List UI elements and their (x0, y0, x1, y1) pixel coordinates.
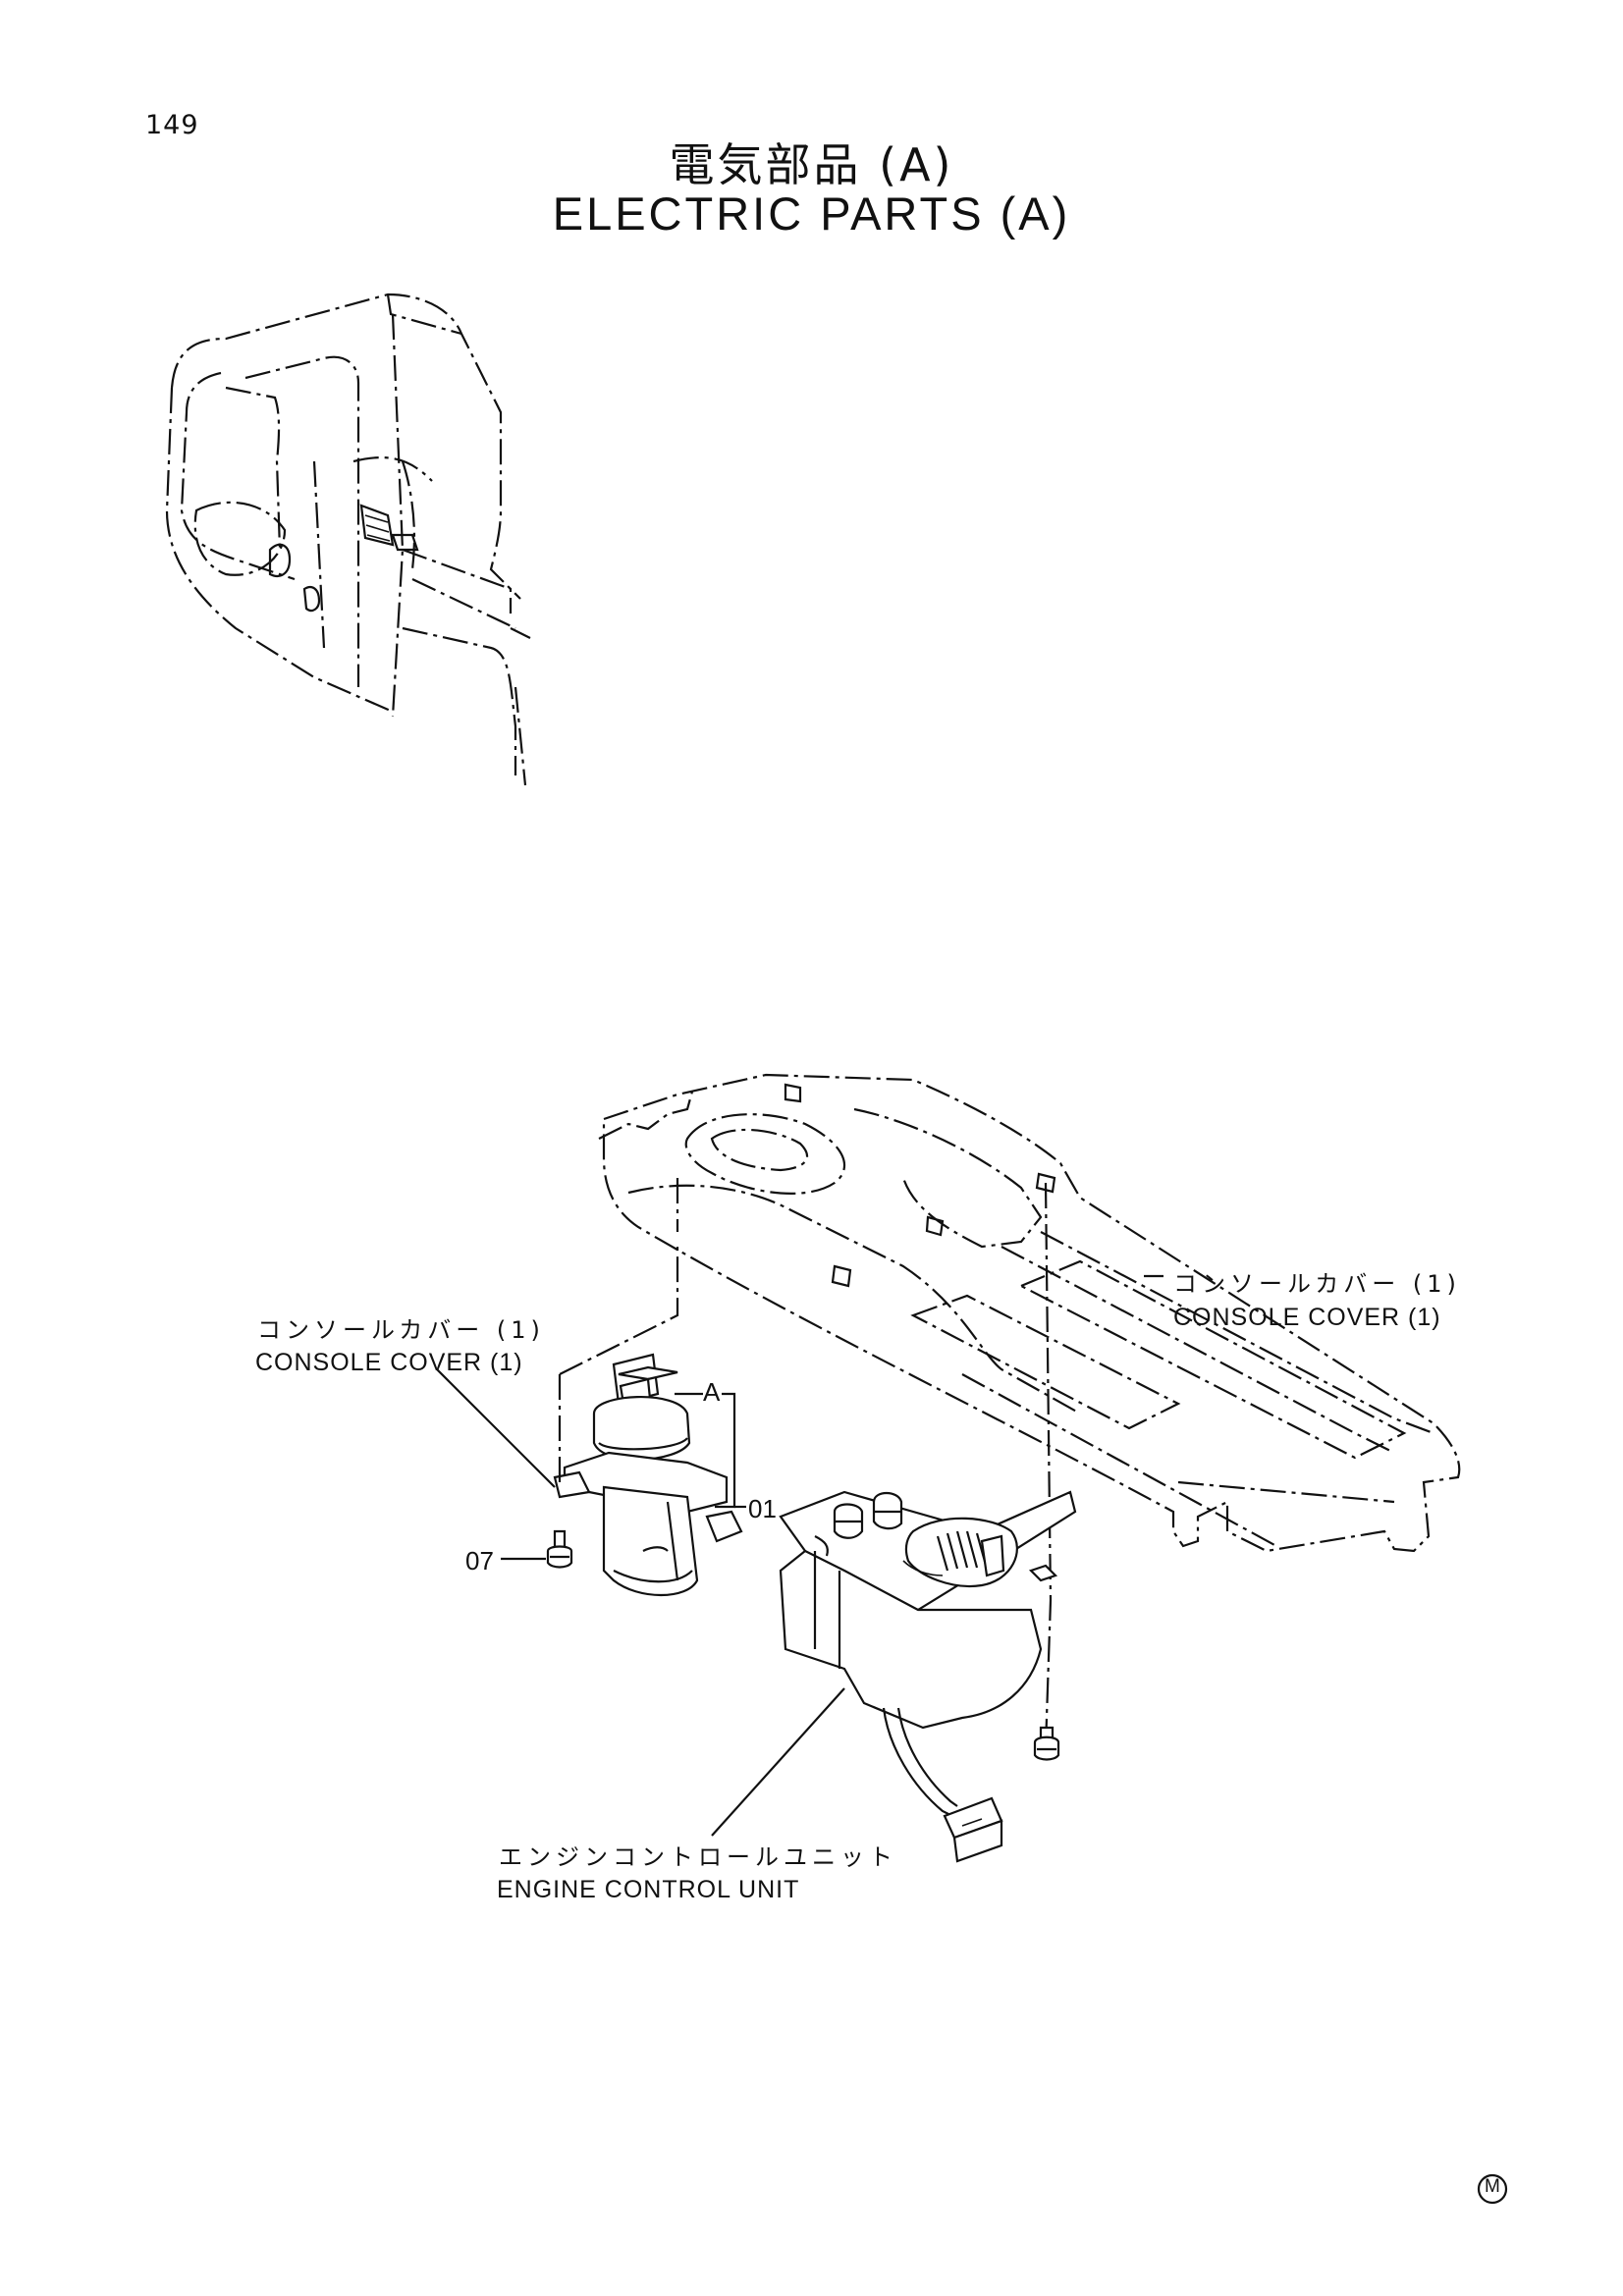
m-mark: M (1485, 2176, 1500, 2197)
engine-control-unit-label-jp: エンジンコントロールユニット (499, 1843, 897, 1871)
detail-letter-a: A (703, 1377, 721, 1407)
part-number-01: 01 (748, 1494, 777, 1523)
m-mark-circle (1477, 2173, 1508, 2205)
page-title-en: ELECTRIC PARTS (A) (552, 187, 1071, 240)
bolt-07-illustration (546, 1529, 573, 1569)
cab-overview-illustration (165, 293, 531, 786)
ecu-bolt-illustration (1033, 1726, 1060, 1761)
page-number: 149 (145, 110, 199, 140)
console-cover-right-illustration (598, 1073, 1461, 1748)
console-cover-left-label-en: CONSOLE COVER (1) (255, 1349, 523, 1376)
page-title-jp: 電気部品 (A) (669, 138, 954, 191)
console-cover-right-label-en: CONSOLE COVER (1) (1173, 1304, 1441, 1331)
leader-lines (436, 1242, 1163, 1837)
console-cover-left-label-jp: コンソールカバー (1) (257, 1316, 545, 1344)
key-switch-illustration (553, 1353, 743, 1596)
console-cover-right-label-jp: コンソールカバー (1) (1173, 1270, 1461, 1298)
engine-control-unit-label-en: ENGINE CONTROL UNIT (497, 1876, 800, 1903)
part-number-07: 07 (465, 1546, 494, 1575)
engine-control-unit-illustration (779, 1490, 1077, 1863)
